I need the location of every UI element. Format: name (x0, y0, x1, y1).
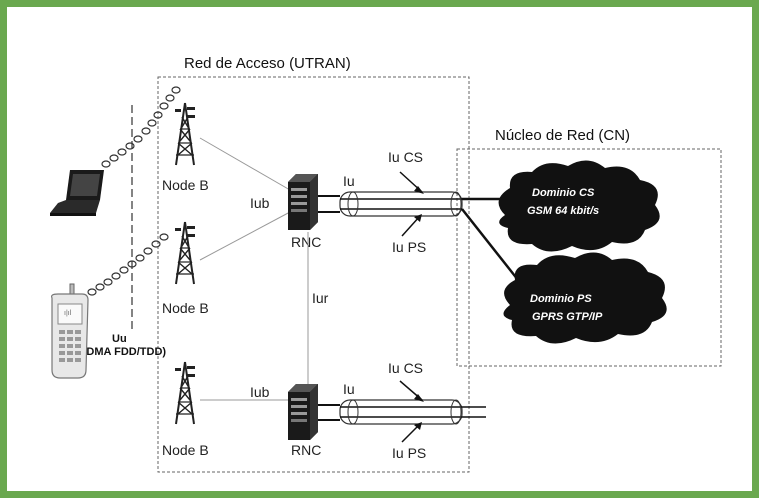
ps-link (461, 208, 523, 286)
node-b-label-1: Node B (162, 177, 209, 193)
node-b-tower-1 (174, 102, 196, 166)
iucs-label-top: Iu CS (388, 149, 423, 165)
domain-cs-cloud (498, 160, 660, 252)
iups-label-bottom: Iu PS (392, 445, 426, 461)
rnc-bottom-icon (288, 384, 318, 440)
iu-cable-bottom (318, 399, 486, 425)
radio-link-phone (87, 233, 169, 296)
rnc-top-icon (288, 174, 318, 230)
mobile-phone-icon: ı|ıl (51, 283, 89, 379)
iur-label: Iur (312, 290, 329, 306)
domain-ps-name: Dominio PS (530, 293, 592, 305)
iups-label-top: Iu PS (392, 239, 426, 255)
utran-title: Red de Acceso (UTRAN) (184, 55, 351, 72)
core-network-boundary (456, 148, 722, 367)
node-b-label-2: Node B (162, 300, 209, 316)
domain-ps-detail: GPRS GTP/IP (532, 311, 603, 323)
svg-text:ı|ıl: ı|ıl (64, 310, 72, 317)
uu-label: Uu (112, 333, 127, 345)
iub-link-2 (199, 211, 291, 261)
utran-boundary (157, 76, 470, 473)
core-network-title: Núcleo de Red (CN) (495, 127, 630, 144)
rnc-label-top: RNC (291, 234, 321, 250)
domain-cs-name: Dominio CS (532, 187, 595, 199)
uu-description: (W-CDMA FDD/TDD) (61, 346, 166, 358)
node-b-tower-3 (174, 361, 196, 425)
domain-ps-cloud (503, 252, 667, 344)
iu-label-top: Iu (343, 173, 355, 189)
iub-label-bottom: Iub (250, 384, 270, 400)
node-b-label-3: Node B (162, 442, 209, 458)
rnc-label-bottom: RNC (291, 442, 321, 458)
iu-label-bottom: Iu (343, 381, 355, 397)
iu-cable-top (318, 191, 463, 217)
laptop-icon (50, 170, 104, 216)
iub-label-top: Iub (250, 195, 270, 211)
radio-link-laptop (101, 86, 181, 168)
iucs-label-bottom: Iu CS (388, 360, 423, 376)
node-b-tower-2 (174, 221, 196, 285)
iub-link-1 (199, 137, 291, 191)
domain-cs-detail: GSM 64 kbit/s (527, 205, 599, 217)
